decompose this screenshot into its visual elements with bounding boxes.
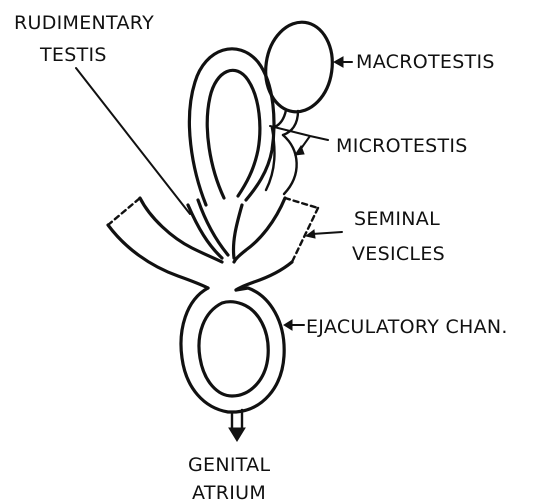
microtestis-leader (270, 126, 328, 150)
label-rudimentary-testis-line1: RUDIMENTARY (14, 12, 154, 34)
ejaculatory-channel (181, 288, 284, 412)
label-genital-atrium-line2: ATRIUM (192, 482, 266, 502)
seminal-vesicles-arrowhead (306, 230, 315, 238)
label-seminal-vesicles-line1: SEMINAL (354, 208, 440, 230)
macrotestis (260, 18, 338, 135)
macrotestis-arrowhead (334, 57, 343, 67)
label-macrotestis: MACROTESTIS (356, 51, 495, 73)
label-ejaculatory-channel: EJACULATORY CHAN. (306, 316, 508, 338)
label-seminal-vesicles-line2: VESICLES (352, 243, 445, 265)
ejaculatory-channel-arrowhead (284, 320, 292, 330)
microtestis (189, 49, 296, 205)
seminal-vesicles-leader (312, 232, 342, 234)
rudimentary-testis-leader (76, 68, 190, 214)
genital-duct (229, 410, 245, 441)
seminal-vesicles (108, 198, 318, 290)
label-genital-atrium-line1: GENITAL (188, 454, 270, 476)
leader-lines (76, 57, 352, 330)
label-rudimentary-testis-line2: TESTIS (39, 44, 107, 66)
label-microtestis: MICROTESTIS (336, 135, 468, 157)
